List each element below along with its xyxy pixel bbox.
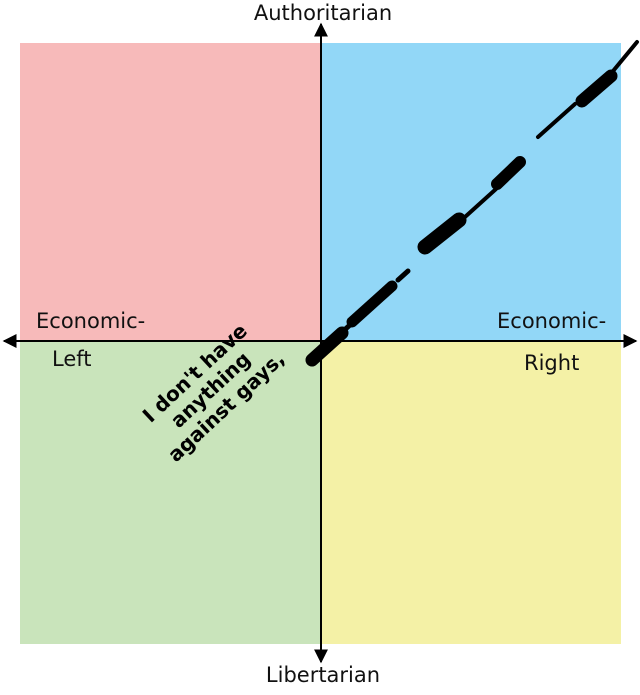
label-authoritarian: Authoritarian <box>254 1 392 25</box>
label-economic-left-line2: Left <box>52 347 92 371</box>
label-economic-right-line1: Economic- <box>497 309 606 333</box>
quadrant-auth-right <box>321 43 621 341</box>
quadrant-lib-left <box>20 341 321 644</box>
quadrant-auth-left <box>20 43 321 341</box>
quadrant-lib-right <box>321 341 621 644</box>
label-economic-right-line2: Right <box>524 351 579 375</box>
rising-diagonal-dashes <box>305 40 639 367</box>
label-economic-left-line1: Economic- <box>36 309 145 333</box>
label-libertarian: Libertarian <box>266 663 380 687</box>
